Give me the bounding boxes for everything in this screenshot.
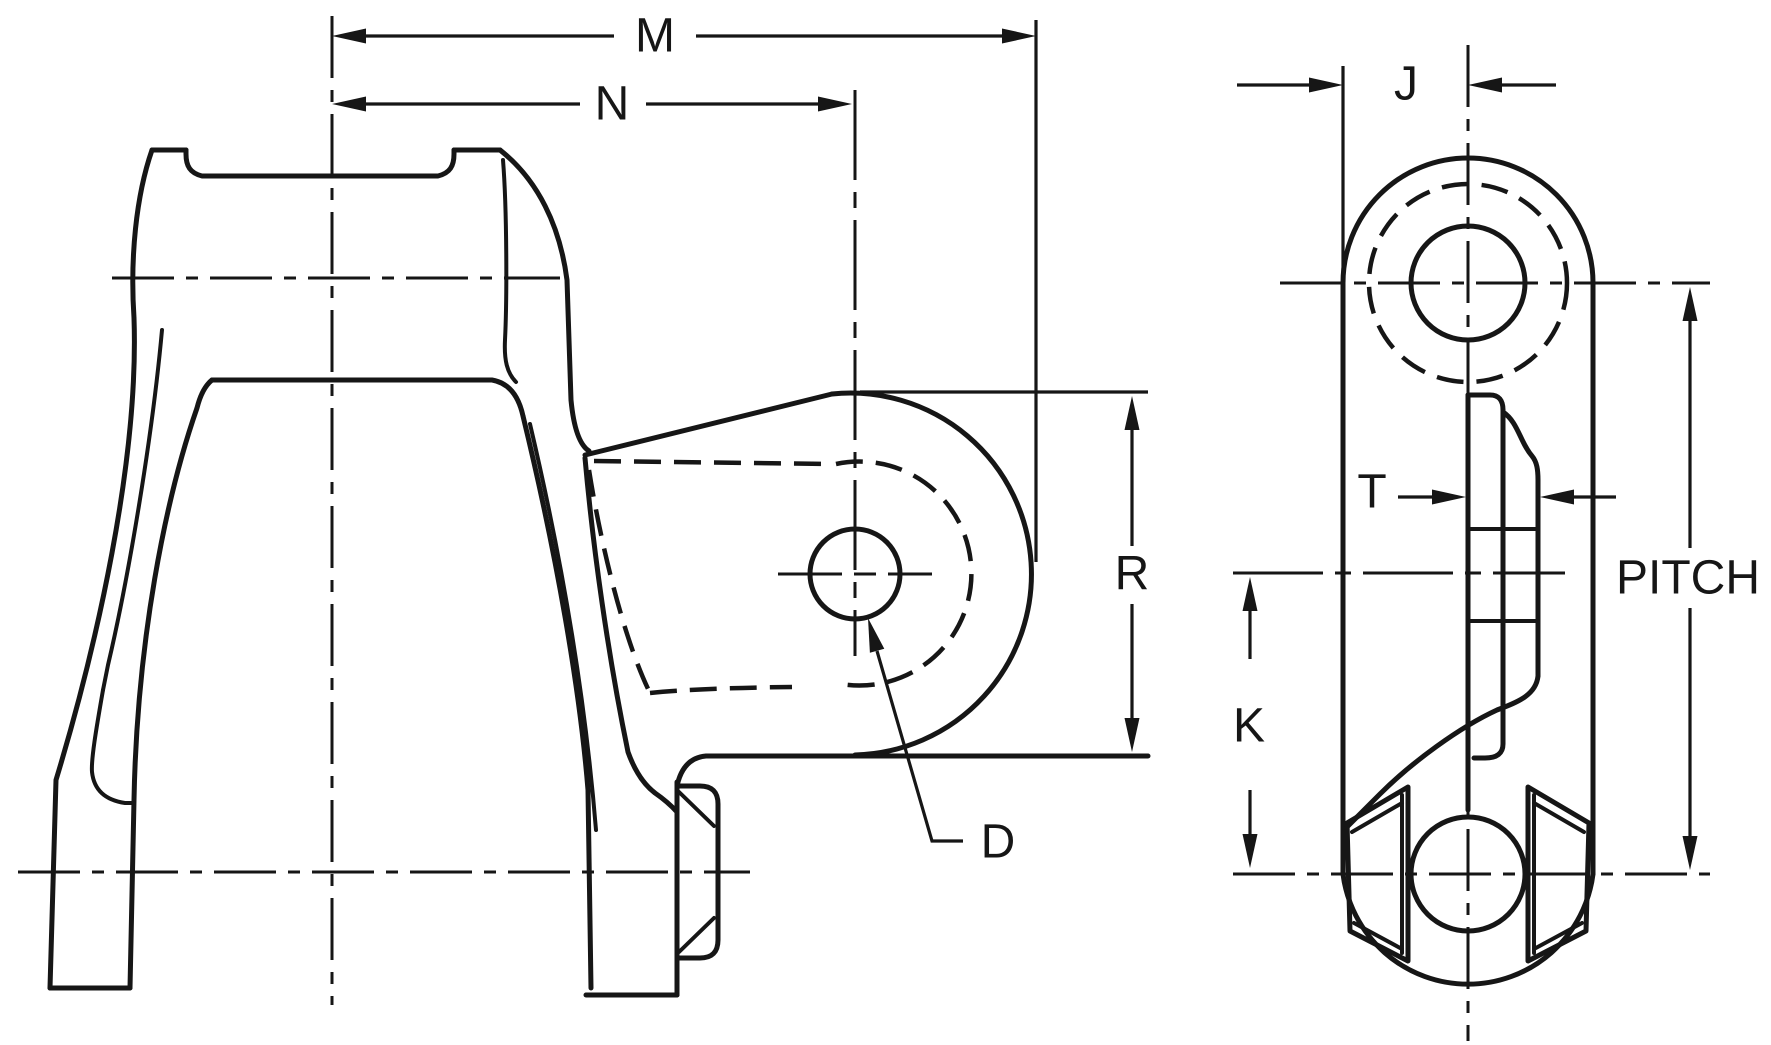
left-draft-line [101, 328, 164, 692]
right-jaw-detail [1532, 793, 1586, 955]
dimension-label-j: J [1394, 58, 1418, 111]
n-arrow-left [332, 96, 366, 112]
j-arrow-right [1468, 77, 1502, 93]
boss-upper-s-curve [1500, 409, 1541, 483]
front-view-centerlines [18, 16, 932, 1005]
pitch-arrow-top [1682, 287, 1698, 321]
sidebar-face-line [1471, 407, 1506, 761]
right-outer-edge-upper [497, 147, 592, 454]
m-arrow-right [1002, 28, 1036, 44]
right-outer-edge-lower [582, 455, 680, 815]
bottom-pin [1408, 814, 1528, 934]
front-view-dimensions: M N R D [332, 10, 1149, 869]
m-arrow-left [332, 28, 366, 44]
side-view: J T K PITCH [1233, 45, 1760, 1041]
left-inner-edge [127, 377, 215, 991]
r-arrow-bottom [1124, 718, 1140, 752]
top-pin-hole [1408, 223, 1528, 343]
left-jaw-wing [1344, 784, 1411, 964]
side-view-centerlines [1233, 45, 1710, 1041]
r-arrow-top [1124, 396, 1140, 430]
right-ear-lower-contour [501, 158, 518, 384]
t-arrow-right [1540, 489, 1574, 505]
dimension-label-r: R [1115, 548, 1150, 601]
hidden-plate-bottom-edge [649, 684, 793, 696]
top-boss-hidden-circle [1366, 181, 1570, 385]
k-arrow-bottom [1242, 834, 1258, 868]
hidden-plate-left-edge [586, 469, 653, 694]
front-view-outline [47, 147, 1151, 998]
barrel-top-edge [183, 147, 457, 179]
lobe-arc [829, 390, 1034, 758]
lobe-top-slant [582, 391, 835, 458]
attachment-hole [807, 526, 903, 622]
left-hook-contour [89, 688, 136, 805]
left-jaw-detail [1350, 793, 1404, 955]
barrel-bottom-and-right-inner-edge [209, 377, 594, 991]
dimension-label-d: D [981, 816, 1016, 869]
dimension-label-t: T [1357, 466, 1386, 519]
d-leader-line [875, 650, 963, 843]
side-view-dimensions: J T K PITCH [1233, 58, 1760, 870]
n-arrow-right [818, 96, 852, 112]
lug-body [674, 783, 721, 961]
left-outer-edge [47, 147, 155, 991]
k-arrow-top [1242, 577, 1258, 611]
hidden-plate-top-edge [593, 458, 835, 467]
dimension-label-pitch: PITCH [1616, 552, 1760, 605]
front-view-hidden-lines [586, 458, 974, 696]
plate-top-cap [1465, 392, 1506, 413]
lug-chamfer-top [677, 790, 716, 828]
j-arrow-left [1309, 77, 1343, 93]
right-inner-draft-line [528, 422, 598, 832]
lug-chamfer-bottom [677, 916, 716, 954]
dimension-label-m: M [635, 10, 675, 63]
hidden-plate-arc [835, 459, 974, 688]
link-top-arc [1340, 155, 1596, 286]
right-jaw-wing [1525, 784, 1592, 964]
t-arrow-left [1432, 489, 1466, 505]
pitch-arrow-bottom [1682, 836, 1698, 870]
front-view: M N R D [18, 10, 1151, 1005]
dimension-label-n: N [595, 78, 630, 131]
dimension-label-k: K [1233, 700, 1265, 753]
d-leader-arrow [868, 618, 885, 653]
side-view-outline [1340, 155, 1596, 987]
